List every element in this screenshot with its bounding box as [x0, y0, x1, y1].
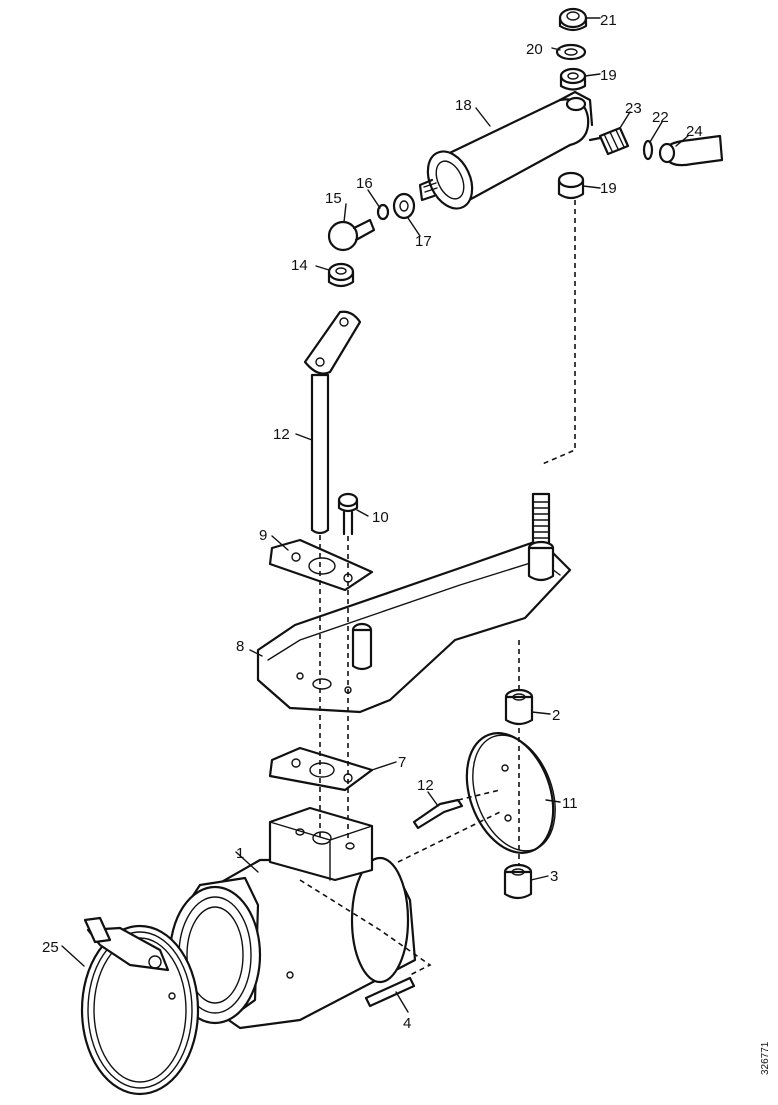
- part-23-fitting: [588, 126, 630, 156]
- label-10: 10: [372, 509, 389, 526]
- label-19-top: 19: [600, 67, 617, 84]
- label-16: 16: [356, 175, 373, 192]
- label-14: 14: [291, 257, 308, 274]
- label-2: 2: [552, 707, 560, 724]
- label-12-pin: 12: [417, 777, 434, 794]
- label-19-lower: 19: [600, 180, 617, 197]
- label-1: 1: [236, 845, 244, 862]
- label-23: 23: [625, 100, 642, 117]
- part-18-actuator-cylinder: [418, 90, 594, 210]
- threaded-stud: [527, 492, 555, 582]
- label-25: 25: [42, 939, 59, 956]
- leader-lines: [61, 17, 689, 1013]
- bracket-pin: [351, 622, 373, 671]
- part-19-bushing-top: [559, 67, 587, 91]
- callout-labels: 1 2 3 4 7 8 9 10 11 12 12 14 15 16 17 18…: [42, 12, 703, 1032]
- assembly-lines: [299, 200, 576, 976]
- label-20: 20: [526, 41, 543, 58]
- label-3: 3: [550, 868, 558, 885]
- label-11: 11: [562, 795, 578, 812]
- label-15: 15: [325, 190, 342, 207]
- label-22: 22: [652, 109, 669, 126]
- label-12-rod: 12: [273, 426, 290, 443]
- part-24-hose: [658, 134, 724, 167]
- part-14-nut: [327, 262, 355, 288]
- label-21: 21: [600, 12, 617, 29]
- part-21-nut: [558, 7, 588, 32]
- part-13-pin: [412, 798, 464, 830]
- part-3-bushing: [503, 863, 533, 900]
- part-11-disc: [465, 732, 556, 854]
- part-16-washer: [376, 203, 390, 221]
- part-2-bushing: [504, 688, 534, 726]
- part-22-ring: [642, 139, 654, 161]
- label-4: 4: [403, 1015, 411, 1032]
- label-24: 24: [686, 123, 703, 140]
- label-8: 8: [236, 638, 244, 655]
- part-15-ball-joint: [327, 218, 376, 252]
- part-12-rod-with-lever: [303, 310, 362, 535]
- label-17: 17: [415, 233, 432, 250]
- part-17-nut: [392, 192, 416, 220]
- part-20-washer: [555, 43, 587, 61]
- part-19-bushing-lower: [557, 171, 585, 200]
- label-7: 7: [398, 754, 406, 771]
- drawing-code: 326771: [760, 1041, 771, 1075]
- label-9: 9: [259, 527, 267, 544]
- part-10-bolt: [337, 492, 359, 536]
- label-18: 18: [455, 97, 472, 114]
- part-7-plate: [268, 746, 374, 792]
- part-25-clamp: [80, 916, 200, 1096]
- part-4-pin: [364, 976, 416, 1008]
